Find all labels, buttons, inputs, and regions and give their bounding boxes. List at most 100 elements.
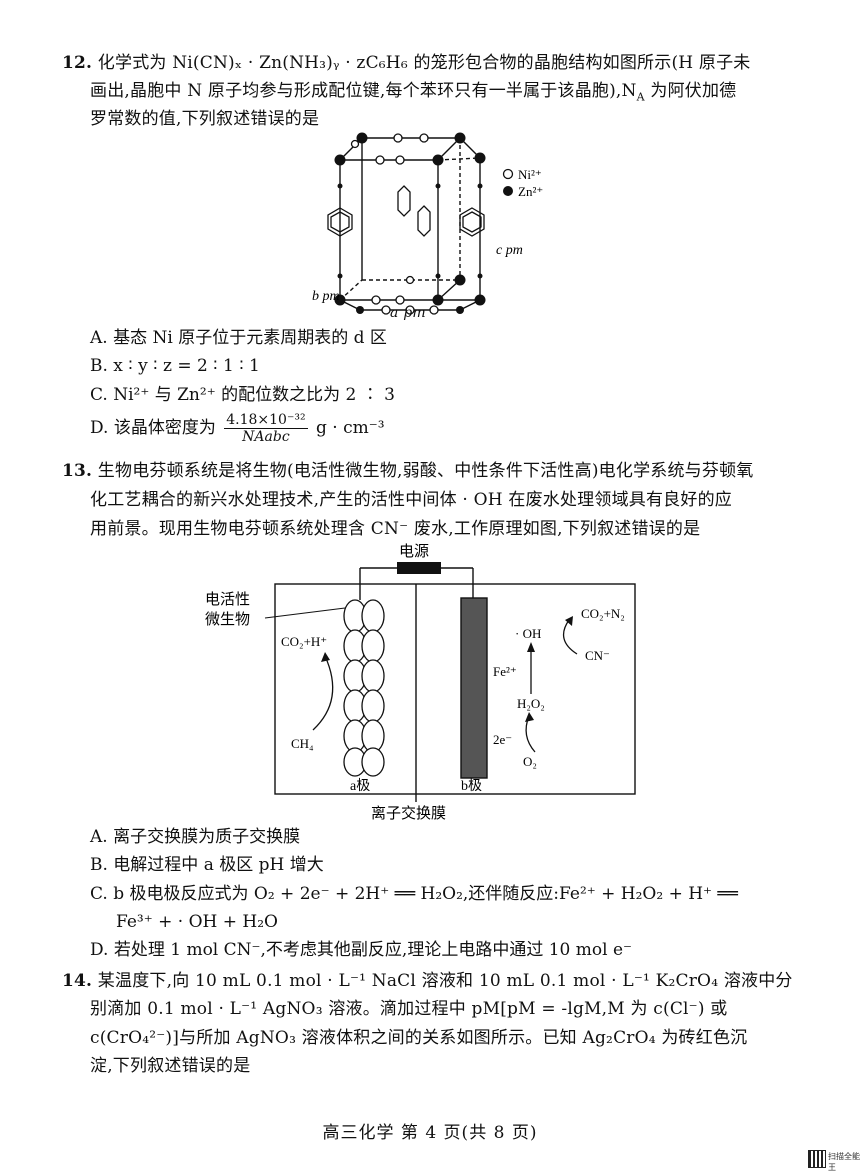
cn-to-products-arrow bbox=[562, 619, 578, 655]
zn-ion bbox=[432, 154, 444, 166]
legend-zn-marker bbox=[503, 186, 513, 196]
crystal-cell-figure: Ni²⁺ Zn²⁺ c pm b pm bbox=[312, 132, 543, 315]
zn-ion bbox=[454, 132, 466, 144]
ni-ion bbox=[381, 305, 391, 315]
arrow-head bbox=[527, 642, 535, 652]
n-atom bbox=[337, 183, 343, 189]
microbe-label-2: 微生物 bbox=[205, 611, 250, 628]
density-fraction: 4.18×10⁻³² NAabc bbox=[224, 412, 308, 445]
q12-option-c: C. Ni²⁺ 与 Zn²⁺ 的配位数之比为 2 ∶ 3 bbox=[90, 385, 395, 405]
ni-ion bbox=[395, 155, 405, 165]
q13-option-c-line-1: C. b 极电极反应式为 O₂ + 2e⁻ + 2H⁺ ══ H₂O₂,还伴随反… bbox=[90, 884, 738, 904]
q12-stem-2-tail: 为阿伏加德 bbox=[644, 81, 737, 101]
zn-ion bbox=[334, 294, 346, 306]
microbe-pointer bbox=[264, 607, 346, 619]
ni-ion bbox=[429, 305, 439, 315]
zn-ion bbox=[456, 306, 464, 314]
zn-ion bbox=[474, 152, 486, 164]
ni-ion bbox=[405, 305, 415, 315]
dimension-a-label: a pm bbox=[390, 305, 426, 321]
benzene-ring bbox=[459, 207, 485, 237]
microbe-cell bbox=[361, 719, 385, 753]
electrolysis-tank bbox=[274, 583, 636, 795]
microbe-cell bbox=[361, 629, 385, 663]
anode-reactant-label: CH₄ bbox=[291, 736, 314, 751]
electrode-b bbox=[460, 597, 488, 779]
scanner-qr-icon bbox=[808, 1150, 826, 1168]
zn-ion bbox=[356, 306, 364, 314]
anode-reaction-arrow bbox=[312, 655, 334, 731]
ni-ion bbox=[375, 155, 385, 165]
hydroxyl-radical-label: · OH bbox=[515, 626, 541, 641]
microbe-cell bbox=[361, 747, 385, 777]
power-source-label: 电源 bbox=[399, 543, 429, 560]
zn-ion bbox=[432, 294, 444, 306]
q12-option-b: B. x ∶ y ∶ z = 2 ∶ 1 ∶ 1 bbox=[90, 356, 260, 376]
microbe-cell bbox=[361, 689, 385, 723]
q12-stem-2-sub: A bbox=[636, 90, 645, 104]
microbe-cell bbox=[361, 659, 385, 693]
cyanide-label: CN⁻ bbox=[585, 648, 610, 663]
q12-stem-3: 罗常数的值,下列叙述错误的是 bbox=[90, 109, 320, 129]
electrode-a bbox=[343, 599, 385, 777]
ni-ion bbox=[371, 295, 381, 305]
arrow-head bbox=[565, 616, 573, 626]
q14-line-1: 14. 某温度下,向 10 mL 0.1 mol · L⁻¹ NaCl 溶液和 … bbox=[62, 970, 793, 992]
zn-ion bbox=[356, 132, 368, 144]
q13-number: 13. bbox=[62, 461, 93, 481]
bio-electro-fenton-diagram: 电源 电活性 bbox=[205, 543, 636, 822]
ni-ion bbox=[350, 139, 360, 149]
anode-product-label: CO₂+H⁺ bbox=[281, 634, 327, 649]
cathode-product-label: CO₂+N₂ bbox=[581, 606, 625, 621]
ni-ion bbox=[395, 295, 405, 305]
zn-ion bbox=[454, 274, 466, 286]
q14-stem-1: 某温度下,向 10 mL 0.1 mol · L⁻¹ NaCl 溶液和 10 m… bbox=[97, 971, 793, 991]
arrow-head bbox=[525, 712, 534, 722]
n-atom bbox=[435, 183, 441, 189]
legend-ni-label: Ni²⁺ bbox=[518, 167, 542, 182]
n-atom bbox=[477, 273, 483, 279]
benzene-ring bbox=[397, 185, 411, 217]
q14-stem-3: c(CrO₄²⁻)]与所加 AgNO₃ 溶液体积之间的关系如图所示。已知 Ag₂… bbox=[90, 1028, 748, 1048]
power-source bbox=[397, 562, 441, 574]
benzene-ring bbox=[327, 207, 353, 237]
legend-zn-label: Zn²⁺ bbox=[518, 184, 543, 199]
q13-option-c-line-2: Fe³⁺ + · OH + H₂O bbox=[116, 912, 278, 932]
q14-stem-4: 淀,下列叙述错误的是 bbox=[90, 1056, 251, 1076]
q14-number: 14. bbox=[62, 971, 93, 991]
q12-option-d: D. 该晶体密度为 4.18×10⁻³² NAabc g · cm⁻³ bbox=[90, 412, 385, 445]
q14-stem-2: 别滴加 0.1 mol · L⁻¹ AgNO₃ 溶液。滴加过程中 pM[pM =… bbox=[90, 999, 728, 1019]
dimension-c-label: c pm bbox=[496, 243, 523, 258]
q13-stem-2: 化工艺耦合的新兴水处理技术,产生的活性中间体 · OH 在废水处理领域具有良好的… bbox=[90, 490, 732, 510]
q13-option-a: A. 离子交换膜为质子交换膜 bbox=[90, 827, 301, 847]
q12-stem-1: 化学式为 Ni(CN)ₓ · Zn(NH₃)ᵧ · zC₆H₆ 的笼形包合物的晶… bbox=[97, 53, 751, 73]
density-numerator: 4.18×10⁻³² bbox=[224, 412, 308, 429]
arrow-head bbox=[321, 652, 330, 662]
n-atom bbox=[435, 273, 441, 279]
electron-label: 2e⁻ bbox=[493, 732, 512, 747]
zn-ion bbox=[474, 294, 486, 306]
q13-option-d: D. 若处理 1 mol CN⁻,不考虑其他副反应,理论上电路中通过 10 mo… bbox=[90, 940, 632, 960]
n-atom bbox=[337, 273, 343, 279]
cell-edge bbox=[437, 157, 481, 161]
n-atom bbox=[477, 183, 483, 189]
q13-stem-1: 生物电芬顿系统是将生物(电活性微生物,弱酸、中性条件下活性高)电化学系统与芬顿氧 bbox=[97, 461, 754, 481]
zn-ion bbox=[334, 154, 346, 166]
q12-number: 12. bbox=[62, 53, 93, 73]
benzene-ring-inner bbox=[330, 211, 350, 233]
dimension-b-label: b pm bbox=[312, 289, 340, 304]
density-denominator: NAabc bbox=[242, 429, 290, 445]
ni-ion bbox=[405, 275, 415, 285]
ni-ion bbox=[419, 133, 429, 143]
legend-ni-marker bbox=[502, 168, 514, 180]
q12-option-d-prefix: D. 该晶体密度为 bbox=[90, 418, 216, 438]
electrode-b-label: b极 bbox=[461, 778, 482, 794]
membrane-label: 离子交换膜 bbox=[371, 804, 446, 822]
benzene-ring-inner bbox=[462, 211, 482, 233]
microbe-cell bbox=[361, 599, 385, 633]
page-footer: 高三化学 第 4 页(共 8 页) bbox=[322, 1123, 538, 1143]
q12-option-a: A. 基态 Ni 原子位于元素周期表的 d 区 bbox=[90, 328, 387, 348]
electrode-a-label: a极 bbox=[350, 778, 370, 794]
microbe-label-1: 电活性 bbox=[205, 591, 250, 608]
